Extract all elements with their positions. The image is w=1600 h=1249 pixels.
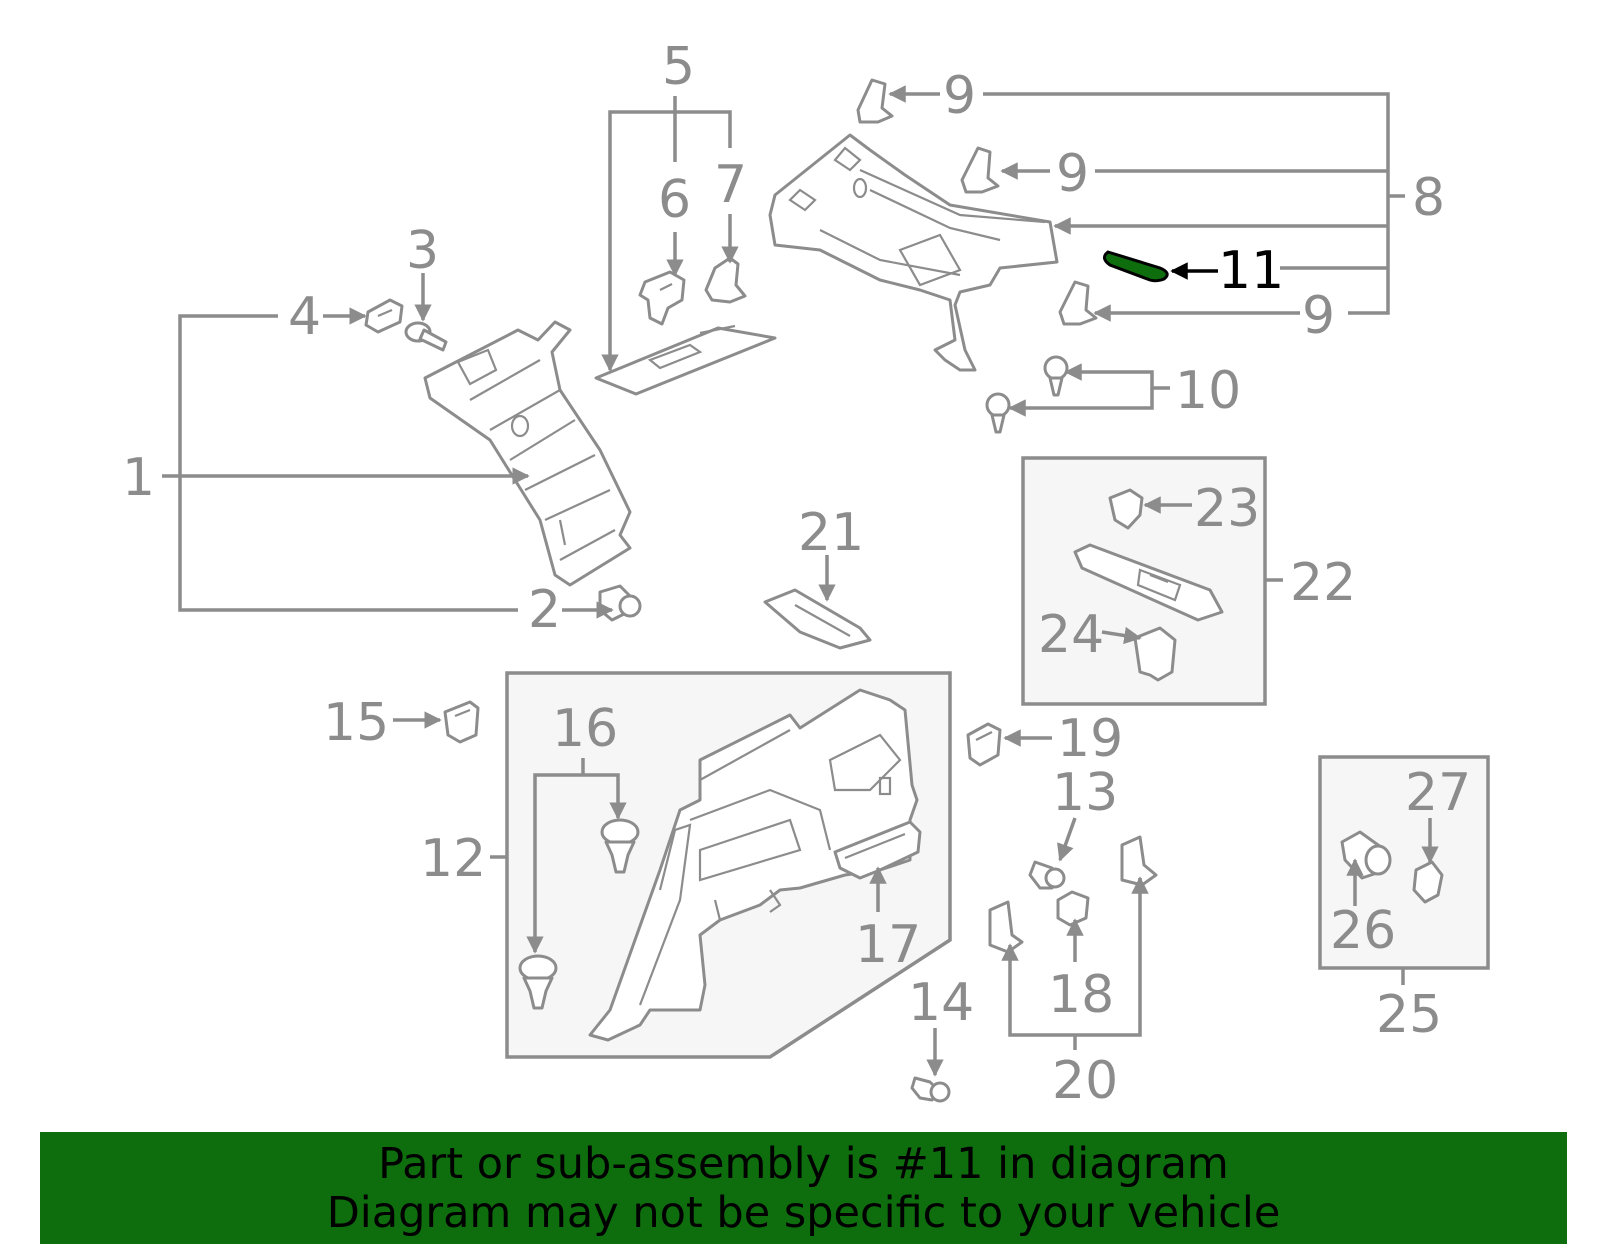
part-10-clip-a[interactable] [1043,355,1069,397]
callout-2: 2 [528,580,561,640]
part-15-clip[interactable] [443,700,480,744]
callout-1: 1 [122,448,155,508]
part-23-clip[interactable] [1108,488,1144,530]
banner-line-2: Diagram may not be specific to your vehi… [326,1188,1281,1238]
callout-9c: 9 [1302,286,1335,346]
part-9-clip-b[interactable] [960,146,1000,194]
callout-24: 24 [1038,605,1104,665]
part-9-clip-a[interactable] [856,78,894,124]
part-16-clip-a[interactable] [600,818,640,874]
part-2-clip[interactable] [598,584,642,622]
callout-11: 11 [1218,241,1284,301]
part-18-clip[interactable] [1056,890,1090,927]
part-17-handle[interactable] [833,820,922,880]
part-7-clip[interactable] [704,256,747,304]
part-6-clip[interactable] [638,270,686,326]
callout-8: 8 [1412,168,1445,228]
part-19-clip[interactable] [966,722,1002,767]
banner-line-1: Part or sub-assembly is #11 in diagram [378,1139,1229,1189]
callout-26: 26 [1330,901,1396,961]
part-10-clip-b[interactable] [985,392,1011,434]
callout-22: 22 [1290,553,1356,613]
callout-9b: 9 [1056,144,1089,204]
part-24-switch[interactable] [1133,626,1177,682]
callout-27: 27 [1405,763,1471,823]
callout-4: 4 [288,287,321,347]
callout-12: 12 [420,829,486,889]
callout-5: 5 [662,37,695,97]
part-26-socket[interactable] [1340,830,1392,880]
leader-lines [162,85,1439,1077]
part-5-plate[interactable] [594,324,777,396]
part-14-clip[interactable] [910,1076,951,1103]
part-13-clip[interactable] [1028,860,1066,890]
callout-7: 7 [714,155,747,215]
callout-21: 21 [798,503,864,563]
part-8-quarter-trim-upper[interactable] [768,133,1059,372]
part-22-switch-panel[interactable] [1073,543,1224,622]
part-20-bracket-b[interactable] [1120,835,1158,887]
part-16-clip-b[interactable] [518,954,558,1010]
part-20-bracket-a[interactable] [988,900,1024,954]
callout-3: 3 [406,221,439,281]
callout-16: 16 [552,699,618,759]
part-21-cover[interactable] [763,588,872,650]
callout-13: 13 [1052,763,1118,823]
callout-23: 23 [1194,479,1260,539]
callout-15: 15 [323,693,389,753]
part-3-bolt[interactable] [404,321,448,352]
callout-25: 25 [1376,985,1442,1045]
callout-19: 19 [1057,709,1123,769]
part-11-highlighted[interactable] [1103,250,1169,283]
callout-6: 6 [658,170,691,230]
callout-18: 18 [1048,965,1114,1025]
part-4-retainer[interactable] [364,298,404,334]
part-27-cap[interactable] [1412,860,1444,904]
part-1-pillar-trim[interactable] [423,320,632,587]
callout-14: 14 [908,973,974,1033]
callout-17: 17 [855,915,921,975]
callout-20: 20 [1052,1051,1118,1111]
callout-9a: 9 [943,66,976,126]
callout-labels: 1 2 3 4 5 6 7 8 9 9 9 10 11 12 13 14 15 … [122,37,1471,1111]
info-banner: Part or sub-assembly is #11 in diagram D… [40,1132,1567,1244]
callout-10: 10 [1175,361,1241,421]
part-9-clip-c[interactable] [1058,280,1098,326]
